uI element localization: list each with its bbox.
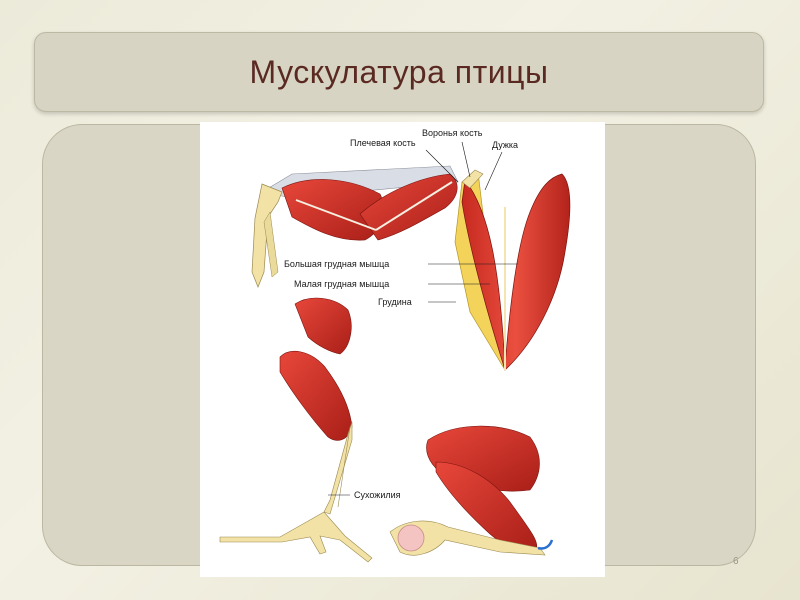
bird-musculature-illustration: Плечевая кость Воронья кость Дужка Больш…	[219, 128, 571, 563]
chest-drawing	[454, 169, 571, 371]
label-pectoralis-minor: Малая грудная мышца	[294, 279, 389, 289]
title-bar: Мускулатура птицы	[34, 32, 764, 112]
label-coracoid: Воронья кость	[422, 128, 483, 138]
slide-title: Мускулатура птицы	[249, 53, 549, 90]
leg-drawing	[219, 297, 373, 563]
label-furcula: Дужка	[492, 140, 518, 150]
anatomy-figure: Плечевая кость Воронья кость Дужка Больш…	[200, 122, 605, 577]
label-humerus: Плечевая кость	[350, 138, 416, 148]
label-tendon: Сухожилия	[354, 490, 401, 500]
page-number: 6	[733, 556, 739, 567]
wing-drawing	[251, 165, 459, 288]
perching-leg-drawing	[389, 425, 554, 556]
label-sternum: Грудина	[378, 297, 412, 307]
label-pectoralis-major: Большая грудная мышца	[284, 259, 389, 269]
leader-lines	[328, 141, 518, 496]
